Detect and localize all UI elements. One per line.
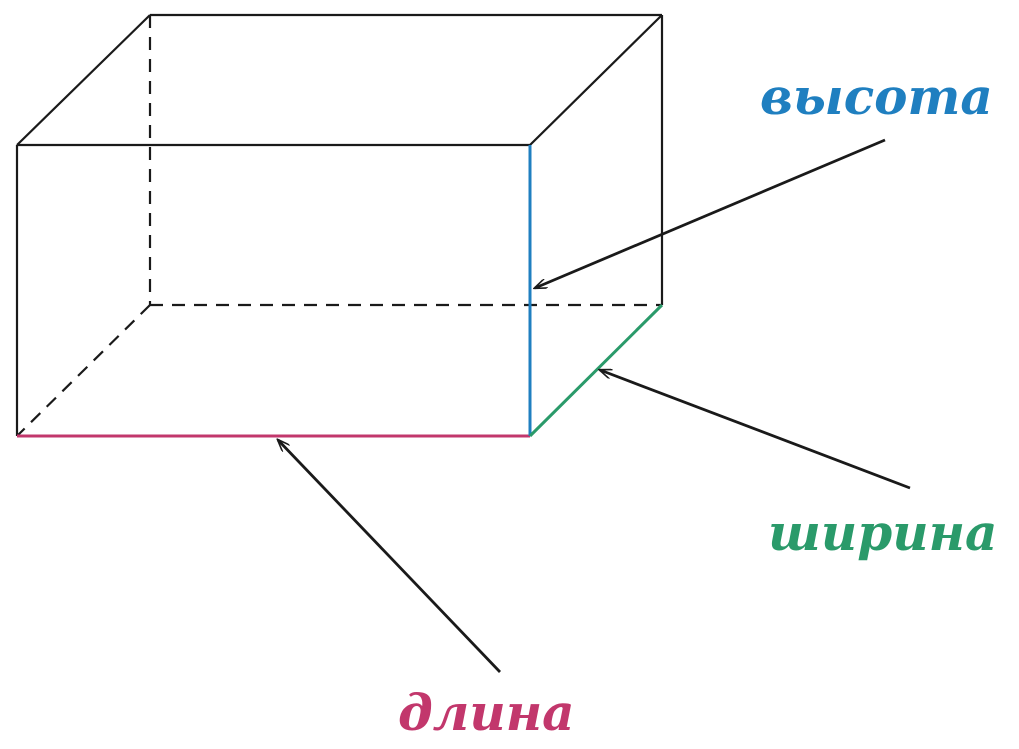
length-arrow xyxy=(278,440,502,673)
hidden-edges xyxy=(16,15,662,437)
visible-edges xyxy=(15,13,664,436)
width-edge xyxy=(528,303,664,438)
edge-left-top xyxy=(16,14,151,146)
height-arrow xyxy=(535,138,886,290)
hidden-edge-left-bottom xyxy=(16,304,151,437)
height-label: высота xyxy=(760,67,993,126)
length-label: длина xyxy=(398,683,575,742)
edge-right-top xyxy=(529,14,663,146)
pointer-arrows xyxy=(278,138,911,673)
width-label: ширина xyxy=(768,503,998,562)
width-arrow xyxy=(600,368,911,490)
